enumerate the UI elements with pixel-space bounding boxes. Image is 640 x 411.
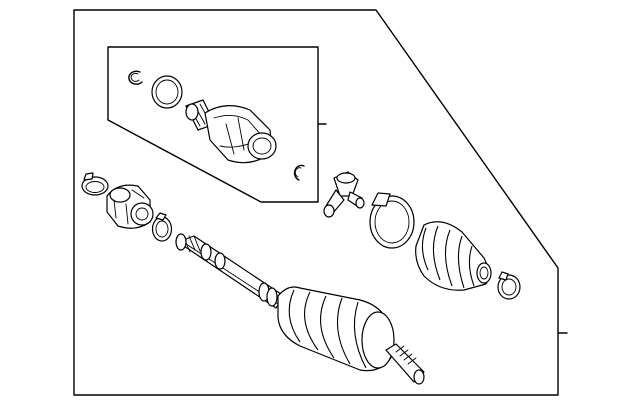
tripod-spider-icon bbox=[323, 171, 365, 218]
cv-boot-icon bbox=[415, 221, 492, 291]
retaining-clip-icon bbox=[293, 164, 305, 181]
outer-boot-clamp-icon bbox=[497, 271, 521, 300]
outer-cv-joint-icon bbox=[277, 286, 425, 385]
inner-joint-housing-icon bbox=[185, 99, 277, 164]
snap-ring-icon bbox=[128, 70, 143, 85]
inner-tulip-joint-icon bbox=[106, 184, 154, 229]
seal-ring-icon bbox=[151, 75, 183, 109]
axle-shaft-icon bbox=[175, 233, 285, 309]
large-boot-clamp-icon bbox=[369, 192, 415, 249]
clamp-band-icon bbox=[151, 212, 173, 242]
assembly-frame bbox=[73, 9, 568, 396]
inset-frame bbox=[107, 46, 327, 203]
boot-clamp-icon bbox=[81, 172, 109, 196]
